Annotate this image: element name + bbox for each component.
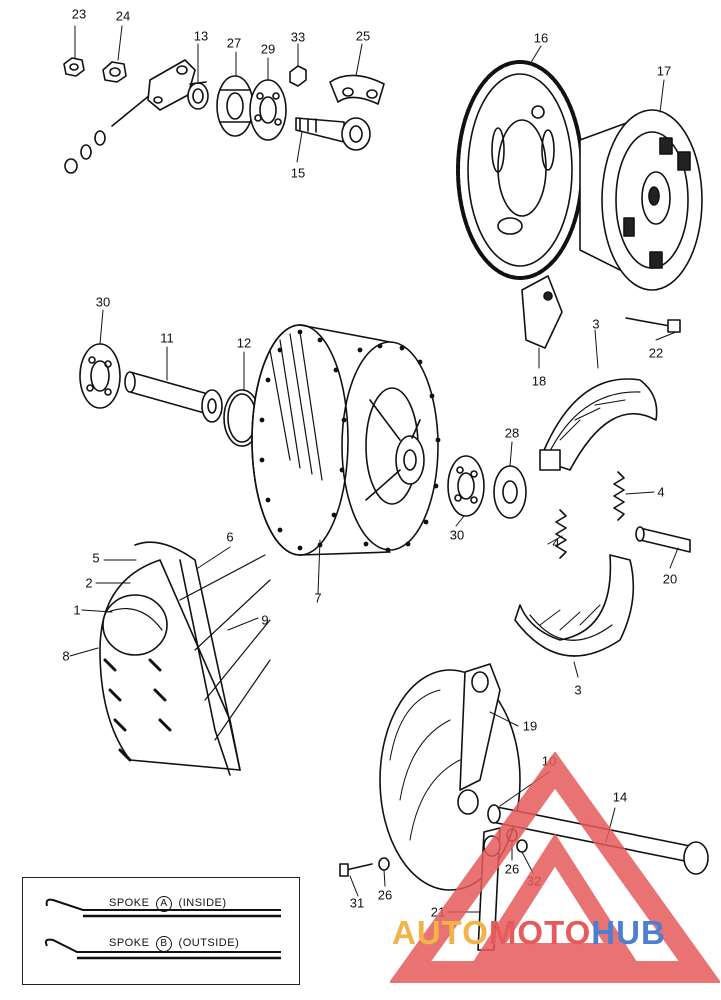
spoke-b-note: (OUTSIDE)	[178, 937, 240, 949]
torque-link-plate	[147, 59, 196, 111]
spoke-legend: SPOKE A (INSIDE) SPOKE B (OUTSIDE)	[22, 877, 300, 985]
callout-3: 3	[592, 316, 600, 332]
callout-4: 4	[657, 484, 665, 500]
callout-7: 7	[314, 590, 322, 606]
callout-2: 2	[85, 575, 93, 591]
callout-16: 16	[533, 30, 549, 46]
bearing-30-left	[79, 343, 121, 409]
cam-20	[635, 526, 691, 553]
spoke-a-letter: A	[155, 896, 172, 912]
callout-30: 30	[449, 527, 465, 543]
callout-23: 23	[71, 6, 87, 22]
callout-11: 11	[160, 330, 174, 346]
spring-4-right	[613, 471, 625, 521]
callout-1: 1	[73, 602, 81, 618]
nut-23	[63, 57, 85, 77]
spoke-a-label: SPOKE A (INSIDE)	[109, 896, 227, 912]
callout-30: 30	[95, 294, 111, 310]
spoke-a-drawing	[45, 898, 281, 911]
callout-9: 9	[261, 612, 269, 628]
watermark-hub: HUB	[591, 914, 666, 951]
callout-5: 5	[92, 550, 100, 566]
callout-27: 27	[226, 35, 242, 51]
brake-shoe-3-lower	[514, 554, 635, 657]
spoke-a-word: SPOKE	[109, 897, 150, 909]
watermark-triangle-logo	[390, 752, 720, 983]
watermark-text: AUTOMOTOHUB	[392, 914, 666, 952]
bearing-29	[249, 79, 287, 141]
callout-24: 24	[115, 8, 131, 24]
callout-4: 4	[552, 535, 560, 551]
leader-lines	[69, 25, 679, 913]
watermark-auto: AUTO	[392, 914, 489, 951]
callout-29: 29	[260, 41, 276, 57]
axle-spacer-11	[124, 371, 223, 423]
callout-26: 26	[377, 887, 393, 903]
callout-15: 15	[290, 165, 306, 181]
collar-13	[187, 81, 209, 110]
collar-25	[329, 74, 385, 105]
brake-shoe-3-upper	[539, 378, 658, 471]
callout-17: 17	[656, 63, 672, 79]
sleeve-15	[295, 117, 371, 151]
collar-28	[493, 465, 527, 519]
callout-19: 19	[522, 718, 538, 734]
spoke-b-label: SPOKE B (OUTSIDE)	[109, 936, 239, 952]
callout-8: 8	[62, 648, 70, 664]
callout-26: 26	[504, 861, 520, 877]
small-parts-26-32	[339, 828, 528, 877]
spring-4-left	[555, 509, 567, 559]
callout-14: 14	[612, 789, 628, 805]
spoke-b-drawing	[44, 938, 281, 953]
callout-20: 20	[662, 571, 678, 587]
callout-31: 31	[349, 895, 365, 911]
spoke-b-word: SPOKE	[109, 937, 150, 949]
bolt-22	[625, 317, 681, 333]
cam-lever-18	[521, 275, 563, 349]
callout-3: 3	[574, 682, 582, 698]
callout-25: 25	[355, 28, 371, 44]
spoke-a-note: (INSIDE)	[178, 897, 227, 909]
tire-rim-assembly	[99, 541, 271, 776]
callout-22: 22	[648, 345, 664, 361]
watermark-moto: MOTO	[488, 914, 592, 951]
nut-33	[289, 65, 307, 87]
callout-13: 13	[193, 28, 209, 44]
spoke-legend-drawings	[44, 898, 281, 960]
callout-33: 33	[290, 29, 306, 45]
bearing-27	[216, 75, 254, 137]
callout-28: 28	[504, 425, 520, 441]
callout-6: 6	[226, 529, 234, 545]
rear-hub-7	[251, 324, 441, 560]
washers-small	[64, 94, 151, 174]
sprocket-hub-17	[579, 109, 703, 291]
callout-12: 12	[236, 335, 252, 351]
spoke-b-letter: B	[155, 936, 172, 952]
sprocket-16	[456, 60, 584, 280]
bearing-30-right	[447, 455, 485, 517]
nut-24	[102, 61, 127, 83]
callout-18: 18	[531, 373, 547, 389]
